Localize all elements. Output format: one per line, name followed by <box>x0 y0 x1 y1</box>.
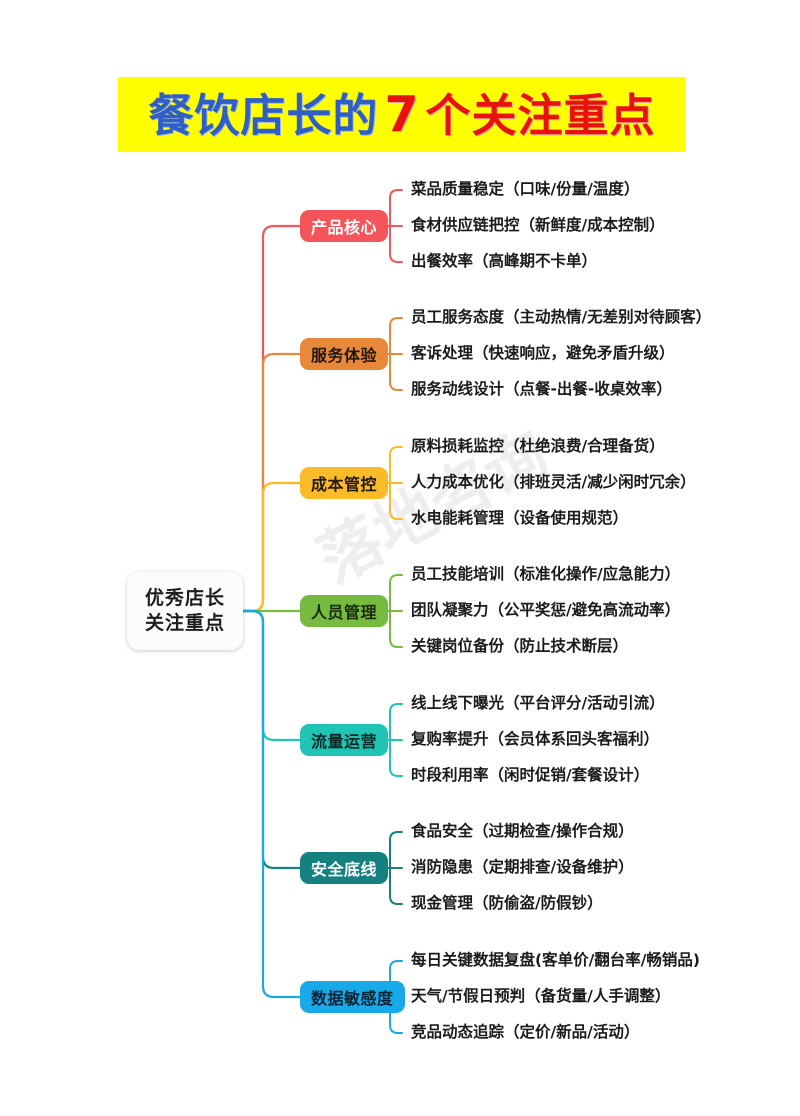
title-part-a: 餐饮店长的 <box>148 89 379 142</box>
leaf-label: 线上线下曝光（平台评分/活动引流） <box>411 694 665 712</box>
leaf-label: 竞品动态追踪（定价/新品/活动） <box>411 1023 640 1041</box>
branch-node-2[interactable]: 服务体验 <box>300 338 389 370</box>
leaf-label: 员工技能培训（标准化操作/应急能力） <box>411 565 681 583</box>
leaf-label: 关键岗位备份（防止技术断层） <box>411 637 629 655</box>
leaf-label: 员工服务态度（主动热情/无差别对待顾客） <box>411 308 712 326</box>
leaf-label: 每日关键数据复盘(客单价/翻台率/畅销品) <box>411 951 700 969</box>
leaf-label: 原料损耗监控（杜绝浪费/合理备货） <box>411 437 665 455</box>
title-part-b: 个关注重点 <box>425 89 656 142</box>
branch-node-1[interactable]: 产品核心 <box>300 210 389 242</box>
branch-node-label: 成本管控 <box>311 475 378 494</box>
branch-node-label: 人员管理 <box>311 603 378 622</box>
title-number: 7 <box>384 86 420 143</box>
branch-node-7[interactable]: 数据敏感度 <box>300 981 405 1013</box>
leaf-label: 服务动线设计（点餐-出餐-收桌效率） <box>411 380 672 398</box>
leaf-label: 天气/节假日预判（备货量/人手调整） <box>411 987 671 1005</box>
leaf-label: 复购率提升（会员体系回头客福利） <box>411 730 660 748</box>
leaf-label: 出餐效率（高峰期不卡单） <box>411 252 598 270</box>
branch-node-label: 安全底线 <box>311 860 378 879</box>
branch-node-5[interactable]: 流量运营 <box>300 724 389 756</box>
branch-node-3[interactable]: 成本管控 <box>300 467 389 499</box>
leaf-label: 时段利用率（闲时促销/套餐设计） <box>411 766 650 784</box>
branch-node-label: 数据敏感度 <box>311 989 394 1008</box>
leaf-label: 现金管理（防偷盗/防假钞） <box>411 894 603 912</box>
leaf-label: 食材供应链把控（新鲜度/成本控制） <box>411 216 665 234</box>
leaf-label: 食品安全（过期检查/操作合规） <box>411 822 634 840</box>
leaf-label: 人力成本优化（排班灵活/减少闲时冗余） <box>411 473 696 491</box>
leaf-label: 水电能耗管理（设备使用规范） <box>411 509 629 527</box>
branch-node-label: 产品核心 <box>311 218 378 237</box>
root-label-line2: 关注重点 <box>144 612 225 634</box>
leaf-label: 菜品质量稳定（口味/份量/温度） <box>411 180 640 198</box>
branch-node-4[interactable]: 人员管理 <box>300 595 389 627</box>
leaf-label: 团队凝聚力（公平奖惩/避免高流动率） <box>411 601 681 619</box>
branch-node-6[interactable]: 安全底线 <box>300 852 389 884</box>
leaf-label: 客诉处理（快速响应，避免矛盾升级） <box>411 344 675 362</box>
root-node[interactable]: 优秀店长 关注重点 <box>127 572 243 650</box>
root-label-line1: 优秀店长 <box>144 587 225 610</box>
branch-node-label: 服务体验 <box>311 346 378 365</box>
leaf-label: 消防隐患（定期排查/设备维护） <box>411 858 634 876</box>
branch-node-label: 流量运营 <box>311 732 378 751</box>
